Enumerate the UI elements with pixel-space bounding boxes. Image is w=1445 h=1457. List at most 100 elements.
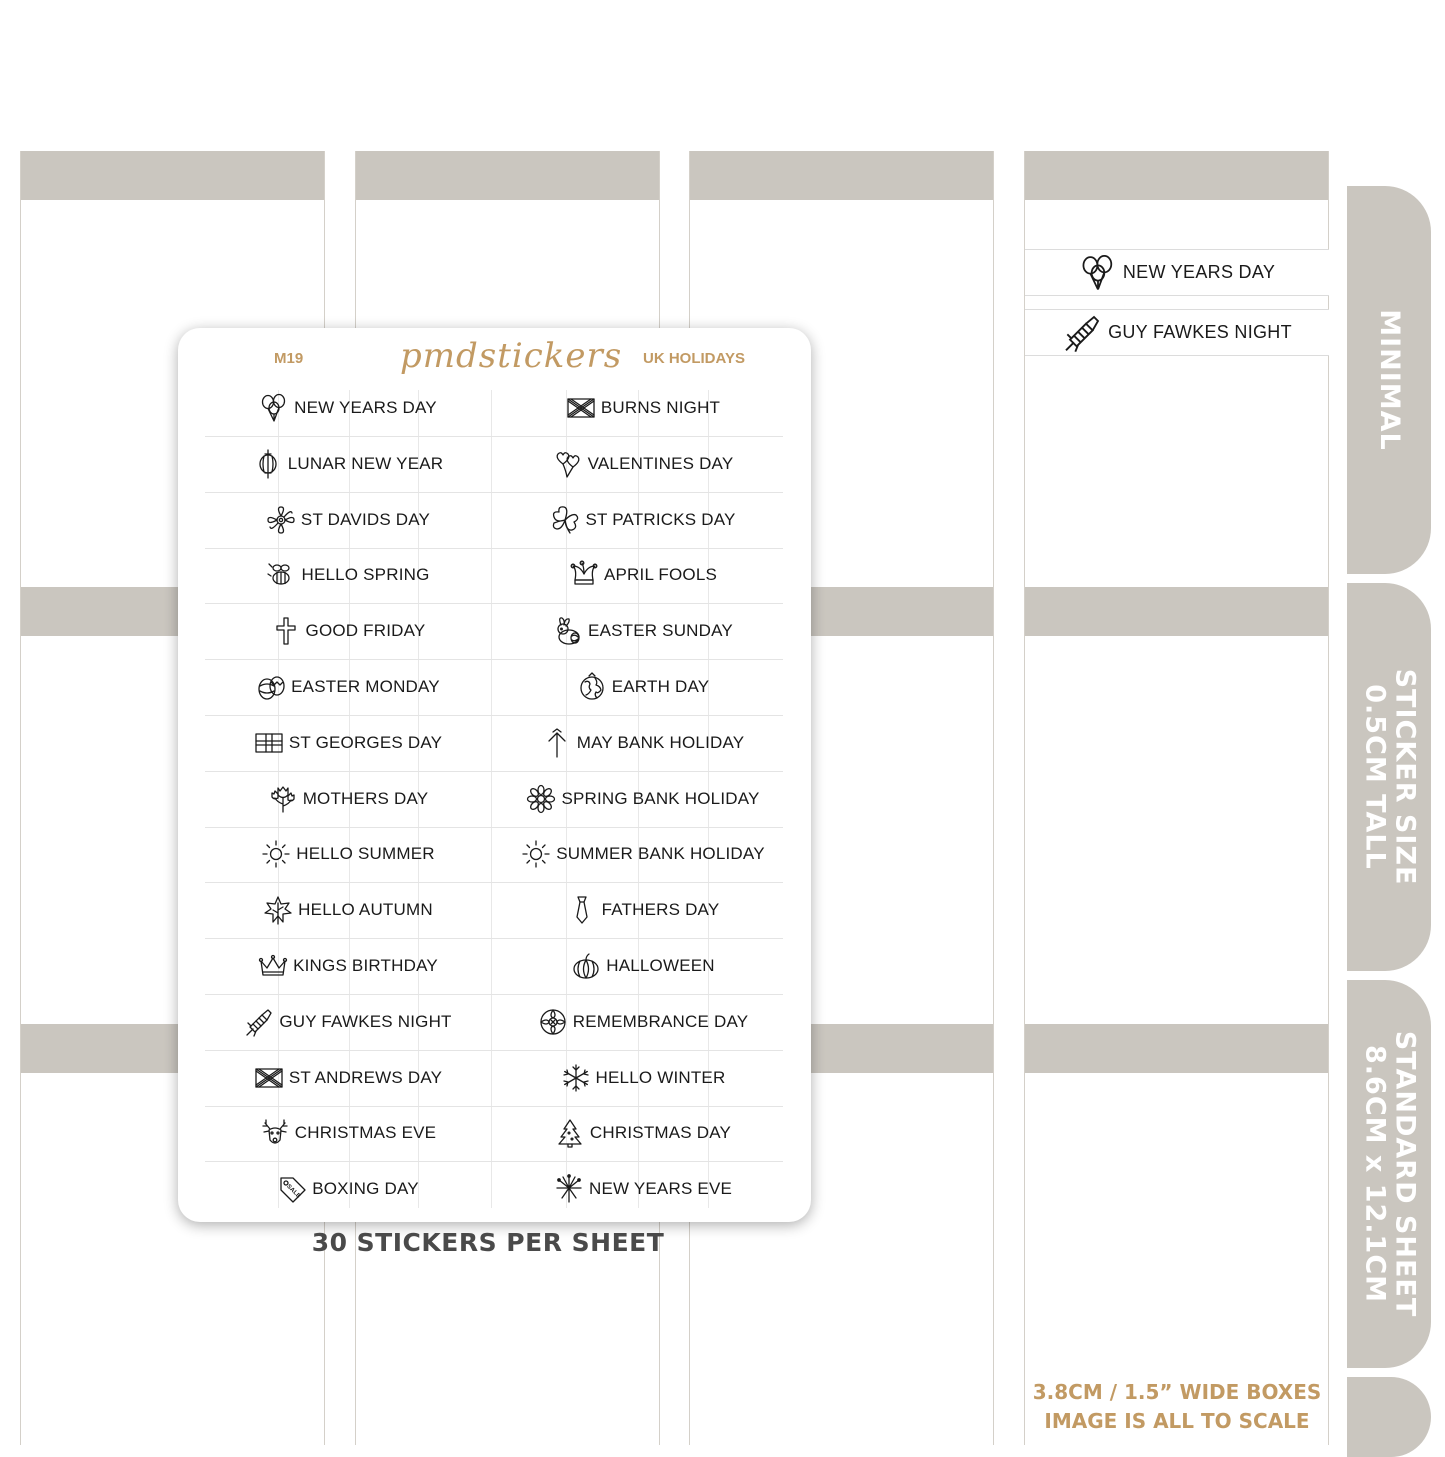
reindeer-icon [262, 1119, 288, 1145]
brand-logo: pmdstickers [400, 336, 623, 376]
row-divider [205, 994, 783, 995]
planner-sticker-new-years-day: NEW YEARS DAY [1025, 249, 1329, 296]
sticker-label: EASTER SUNDAY [588, 621, 733, 641]
tab-minimal-label: MINIMAL [1374, 309, 1405, 451]
sticker: ST GEORGES DAY [208, 723, 488, 763]
standard-sheet-value: 8.6CM x 12.1CM [1359, 1044, 1390, 1304]
sticker: GOOD FRIDAY [208, 611, 488, 651]
sun-icon [262, 840, 290, 869]
firework-rocket-icon [246, 1009, 273, 1037]
sticker: FATHERS DAY [503, 890, 783, 930]
flower-icon [527, 784, 556, 813]
row-divider [205, 770, 783, 772]
row-divider [205, 715, 783, 716]
sticker-label: REMEMBRANCE DAY [572, 1011, 749, 1031]
heart-balloons-icon [556, 451, 580, 478]
grid-line [278, 390, 279, 1208]
lantern-icon [259, 449, 277, 479]
sticker: MOTHERS DAY [208, 779, 488, 819]
sticker: REMEMBRANCE DAY [503, 1002, 783, 1042]
tie-icon [575, 896, 588, 924]
sale-tag-icon: SALE [280, 1177, 306, 1203]
firework-rocket-icon [1065, 315, 1100, 352]
row-divider [205, 547, 783, 549]
row-divider [205, 659, 783, 661]
sticker-label: ST DAVIDS DAY [300, 509, 431, 529]
sticker-label: HELLO SUMMER [296, 844, 435, 864]
sticker: MAY BANK HOLIDAY [503, 723, 783, 763]
sticker-label: NEW YEARS DAY [294, 398, 437, 417]
stickers-per-sheet: 30 STICKERS PER SHEET [311, 1228, 665, 1257]
pumpkin-icon [573, 953, 599, 979]
sticker-label: ST ANDREWS DAY [288, 1067, 443, 1087]
sticker-label: ST PATRICKS DAY [585, 509, 736, 529]
sticker-label: CHRISTMAS DAY [589, 1123, 732, 1143]
sticker-size-label: STICKER SIZE [1389, 668, 1421, 886]
poppy-icon [540, 1009, 566, 1035]
grid-line [708, 390, 709, 1208]
easter-eggs-icon [258, 676, 285, 700]
globe-icon [580, 672, 604, 700]
sticker-label: APRIL FOOLS [603, 565, 718, 585]
sticker: CHRISTMAS EVE [208, 1113, 488, 1153]
balloons-icon [261, 393, 286, 422]
sticker: NEW YEARS EVE [503, 1169, 783, 1209]
planner-sticker-guy-fawkes-night: GUY FAWKES NIGHT [1025, 309, 1329, 356]
sticker-label: BOXING DAY [312, 1179, 419, 1199]
sticker: GUY FAWKES NIGHT [208, 1002, 488, 1042]
sun-icon [522, 840, 550, 869]
daffodil-icon [267, 505, 295, 534]
row-divider [205, 938, 783, 940]
row-divider [205, 1049, 783, 1051]
christmas-tree-icon [558, 1119, 582, 1149]
row-divider [205, 603, 783, 605]
tab-minimal: MINIMAL [1347, 186, 1431, 574]
sticker-label: LUNAR NEW YEAR [287, 453, 444, 473]
grid-line [349, 390, 350, 1208]
sticker: HALLOWEEN [503, 946, 783, 986]
grid-line [566, 390, 567, 1208]
sheet-code: M19 [274, 350, 304, 367]
sticker: VALENTINES DAY [503, 444, 783, 484]
sticker: ST PATRICKS DAY [503, 500, 783, 540]
tab-extra [1347, 1377, 1431, 1457]
grid-line [638, 390, 639, 1208]
scale-note-line-1: 3.8CM / 1.5” WIDE BOXES [1032, 1380, 1322, 1404]
sticker: HELLO SPRING [208, 555, 488, 595]
planner-sticker-label: NEW YEARS DAY [1122, 262, 1276, 282]
sticker-label: KINGS BIRTHDAY [293, 956, 438, 975]
scale-note-line-2: IMAGE IS ALL TO SCALE [1044, 1409, 1310, 1433]
england-flag-icon [255, 733, 283, 753]
sticker: APRIL FOOLS [503, 555, 783, 595]
scale-note: 3.8CM / 1.5” WIDE BOXES IMAGE IS ALL TO … [1025, 1378, 1329, 1436]
planner-sticker-label: GUY FAWKES NIGHT [1108, 322, 1292, 342]
jester-hat-icon [570, 560, 598, 586]
sticker: KINGS BIRTHDAY [208, 946, 488, 986]
standard-sheet-label: STANDARD SHEET [1389, 1030, 1420, 1318]
tab-standard-sheet: STANDARD SHEET 8.6CM x 12.1CM [1347, 980, 1431, 1368]
fireworks-icon [556, 1174, 582, 1203]
balloons-icon [1082, 254, 1113, 290]
snowflake-icon [562, 1063, 589, 1092]
sticker: HELLO WINTER [503, 1058, 783, 1098]
tulips-icon [271, 785, 295, 813]
sticker: BURNS NIGHT [503, 388, 783, 428]
sticker-label: MAY BANK HOLIDAY [576, 732, 745, 752]
sheet-header: M19 pmdstickers UK HOLIDAYS [178, 336, 811, 392]
grid-line [491, 390, 492, 1208]
shamrock-icon [553, 505, 579, 534]
row-divider [205, 826, 783, 828]
column-header-band [690, 151, 993, 200]
scotland-flag-icon [567, 398, 595, 418]
row-divider [205, 436, 783, 437]
column-header-band [356, 151, 659, 200]
sticker: EASTER MONDAY [208, 667, 488, 707]
sticker-label: HELLO AUTUMN [298, 900, 433, 920]
bunny-icon [557, 617, 580, 645]
row-divider [205, 1161, 783, 1163]
scotland-flag-icon [255, 1067, 283, 1088]
planner-column-4 [1024, 151, 1329, 1445]
leaf-icon [264, 896, 292, 925]
sticker-sheet: M19 pmdstickers UK HOLIDAYS NEW YEARS DA… [178, 328, 811, 1222]
sticker-label: GOOD FRIDAY [305, 621, 426, 641]
